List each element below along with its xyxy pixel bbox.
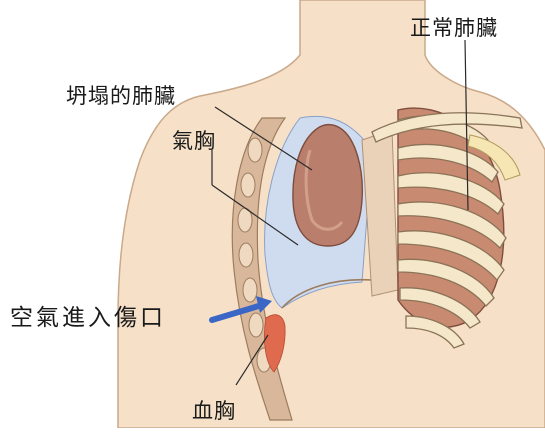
label-pneumothorax: 氣胸 <box>172 131 216 152</box>
label-air-entry-wound: 空氣進入傷口 <box>10 307 166 330</box>
label-collapsed-lung: 坍塌的肺臟 <box>66 86 176 107</box>
label-hemothorax: 血胸 <box>192 401 236 422</box>
label-normal-lung: 正常肺臟 <box>410 18 498 39</box>
